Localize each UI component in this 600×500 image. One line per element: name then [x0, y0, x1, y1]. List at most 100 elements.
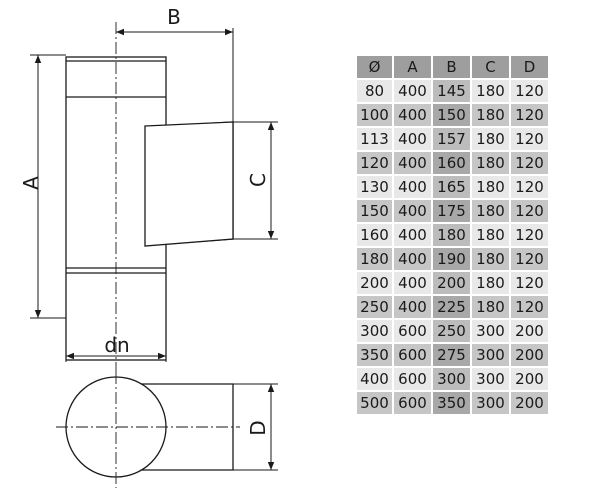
table-cell: 160 [355, 222, 394, 248]
table-cell: 200 [509, 318, 550, 344]
table-cell: 180 [470, 102, 511, 128]
table-cell: 120 [509, 198, 550, 224]
table-cell: 300 [355, 318, 394, 344]
table-cell: 400 [392, 246, 433, 272]
table-cell: 200 [509, 366, 550, 392]
table-cell: 400 [392, 198, 433, 224]
label-d: D [246, 420, 270, 435]
top-view [56, 372, 240, 488]
table-cell: 600 [392, 318, 433, 344]
table-cell: 200 [509, 390, 550, 416]
table-cell: 400 [392, 174, 433, 200]
table-cell: 120 [509, 78, 550, 104]
table-cell: 400 [392, 294, 433, 320]
table-cell: 157 [431, 126, 472, 152]
header-c: C [470, 54, 511, 80]
label-a: A [19, 176, 43, 190]
table-cell: 180 [470, 270, 511, 296]
table-cell: 180 [470, 222, 511, 248]
table-cell: 180 [355, 246, 394, 272]
table-cell: 300 [431, 366, 472, 392]
label-b: B [167, 5, 181, 29]
table-cell: 130 [355, 174, 394, 200]
branch-collar [144, 121, 234, 247]
label-c: C [246, 173, 270, 187]
table-cell: 180 [431, 222, 472, 248]
header-b: B [431, 54, 472, 80]
table-cell: 120 [509, 174, 550, 200]
table-cell: 113 [355, 126, 394, 152]
table-cell: 600 [392, 342, 433, 368]
table-cell: 350 [355, 342, 394, 368]
header-d: D [509, 54, 550, 80]
table-cell: 145 [431, 78, 472, 104]
table-cell: 190 [431, 246, 472, 272]
table-cell: 120 [509, 270, 550, 296]
table-cell: 400 [392, 270, 433, 296]
table-cell: 120 [509, 294, 550, 320]
table-cell: 100 [355, 102, 394, 128]
tee-pipe-drawing: A B C D dn [19, 5, 278, 488]
table-cell: 120 [509, 222, 550, 248]
header-diameter: Ø [355, 54, 394, 80]
table-cell: 200 [509, 342, 550, 368]
table-cell: 600 [392, 390, 433, 416]
dimension-lines [30, 28, 278, 362]
table-cell: 400 [392, 150, 433, 176]
table-cell: 225 [431, 294, 472, 320]
table-cell: 180 [470, 294, 511, 320]
table-cell: 165 [431, 174, 472, 200]
table-cell: 80 [355, 78, 394, 104]
table-cell: 160 [431, 150, 472, 176]
table-cell: 400 [355, 366, 394, 392]
side-view [65, 22, 234, 372]
label-dn: dn [104, 333, 129, 357]
table-cell: 180 [470, 78, 511, 104]
table-cell: 275 [431, 342, 472, 368]
table-cell: 150 [355, 198, 394, 224]
table-cell: 300 [470, 366, 511, 392]
table-cell: 180 [470, 246, 511, 272]
header-a: A [392, 54, 433, 80]
table-cell: 200 [355, 270, 394, 296]
table-cell: 300 [470, 342, 511, 368]
table-cell: 150 [431, 102, 472, 128]
table-cell: 200 [431, 270, 472, 296]
dimension-d [233, 383, 278, 471]
table-cell: 600 [392, 366, 433, 392]
table-cell: 180 [470, 198, 511, 224]
table-cell: 400 [392, 222, 433, 248]
table-cell: 400 [392, 102, 433, 128]
table-cell: 250 [431, 318, 472, 344]
table-cell: 120 [355, 150, 394, 176]
table-cell: 120 [509, 246, 550, 272]
table-cell: 250 [355, 294, 394, 320]
table-cell: 350 [431, 390, 472, 416]
table-cell: 400 [392, 126, 433, 152]
table-cell: 120 [509, 102, 550, 128]
table-cell: 180 [470, 126, 511, 152]
table-cell: 120 [509, 150, 550, 176]
table-cell: 120 [509, 126, 550, 152]
table-cell: 400 [392, 78, 433, 104]
table-cell: 180 [470, 174, 511, 200]
table-header-row: Ø A B C D [355, 54, 550, 80]
table-cell: 300 [470, 318, 511, 344]
table-cell: 500 [355, 390, 394, 416]
